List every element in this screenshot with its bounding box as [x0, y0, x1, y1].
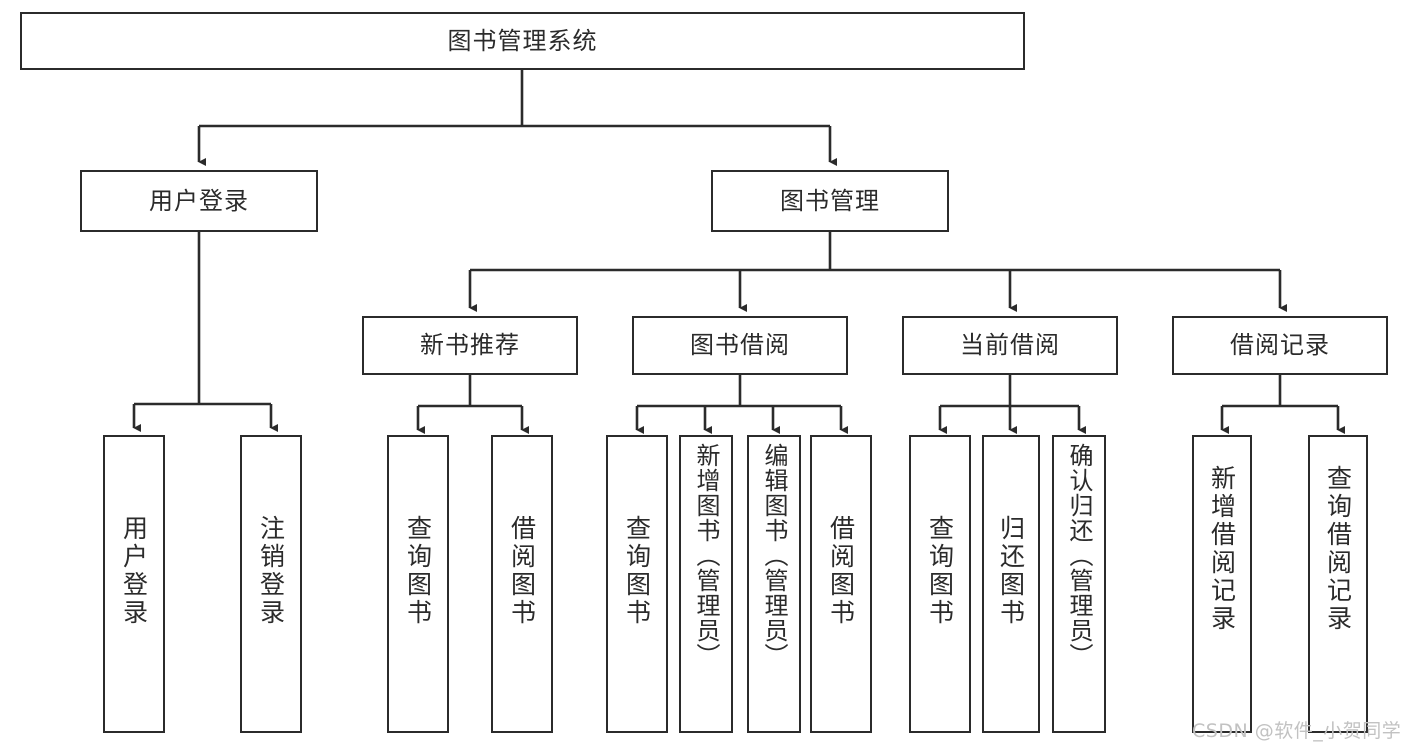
node-new-book-recommend[interactable]: 新书推荐	[362, 316, 578, 375]
node-leaf-add-book-label: 新增图书（管理员）	[692, 443, 720, 668]
node-leaf-add-borrow-record[interactable]: 新增借阅记录	[1192, 435, 1252, 733]
node-leaf-user-login[interactable]: 用户登录	[103, 435, 165, 733]
node-leaf-borrow-book-recommend[interactable]: 借阅图书	[491, 435, 553, 733]
node-leaf-return-book-label: 归还图书	[996, 515, 1026, 627]
node-root-system[interactable]: 图书管理系统	[20, 12, 1025, 70]
node-new-book-recommend-label: 新书推荐	[420, 331, 520, 360]
node-leaf-return-book[interactable]: 归还图书	[982, 435, 1040, 733]
node-leaf-query-borrow-record-label: 查询借阅记录	[1323, 465, 1353, 633]
node-current-borrow-label: 当前借阅	[960, 331, 1060, 360]
node-leaf-query-book-recommend[interactable]: 查询图书	[387, 435, 449, 733]
node-leaf-confirm-return-label: 确认归还（管理员）	[1065, 443, 1093, 668]
node-leaf-query-book-borrow[interactable]: 查询图书	[606, 435, 668, 733]
node-user-login-label: 用户登录	[149, 186, 249, 215]
node-leaf-edit-book[interactable]: 编辑图书（管理员）	[747, 435, 801, 733]
node-leaf-confirm-return[interactable]: 确认归还（管理员）	[1052, 435, 1106, 733]
node-borrow-record-label: 借阅记录	[1230, 331, 1330, 360]
node-book-manage-label: 图书管理	[780, 186, 880, 215]
node-leaf-add-book[interactable]: 新增图书（管理员）	[679, 435, 733, 733]
node-borrow-record[interactable]: 借阅记录	[1172, 316, 1388, 375]
node-leaf-edit-book-label: 编辑图书（管理员）	[760, 443, 788, 668]
node-leaf-query-book-current-label: 查询图书	[925, 515, 955, 627]
node-book-borrow[interactable]: 图书借阅	[632, 316, 848, 375]
node-leaf-logout[interactable]: 注销登录	[240, 435, 302, 733]
csdn-watermark: CSDN @软件_小贺同学	[1192, 720, 1402, 742]
node-current-borrow[interactable]: 当前借阅	[902, 316, 1118, 375]
node-leaf-query-book-recommend-label: 查询图书	[403, 515, 433, 627]
node-leaf-borrow-book-borrow-label: 借阅图书	[826, 515, 856, 627]
node-leaf-borrow-book-borrow[interactable]: 借阅图书	[810, 435, 872, 733]
node-leaf-borrow-book-recommend-label: 借阅图书	[507, 515, 537, 627]
node-user-login[interactable]: 用户登录	[80, 170, 318, 232]
node-leaf-logout-label: 注销登录	[256, 515, 286, 627]
node-leaf-query-borrow-record[interactable]: 查询借阅记录	[1308, 435, 1368, 733]
node-book-borrow-label: 图书借阅	[690, 331, 790, 360]
node-book-manage[interactable]: 图书管理	[711, 170, 949, 232]
node-leaf-user-login-label: 用户登录	[119, 515, 149, 627]
node-root-system-label: 图书管理系统	[447, 26, 598, 55]
node-leaf-add-borrow-record-label: 新增借阅记录	[1207, 465, 1237, 633]
node-leaf-query-book-current[interactable]: 查询图书	[909, 435, 971, 733]
node-leaf-query-book-borrow-label: 查询图书	[622, 515, 652, 627]
